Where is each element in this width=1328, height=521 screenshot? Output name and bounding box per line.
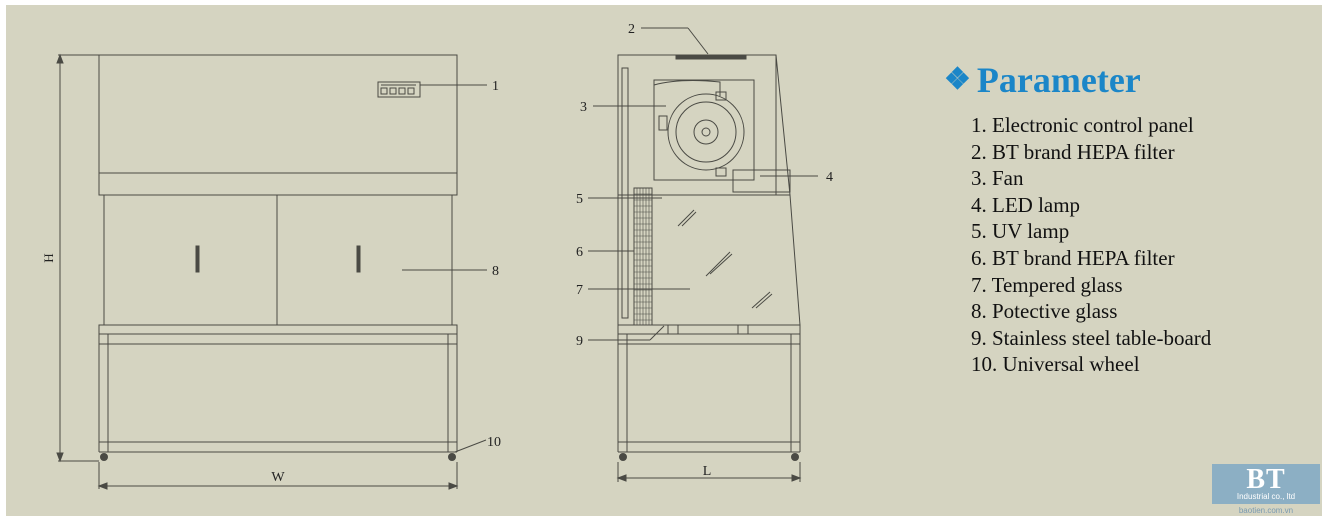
list-item: 2. BT brand HEPA filter — [971, 139, 1175, 164]
front-view — [56, 53, 487, 490]
drawing-background — [6, 5, 1322, 516]
side-led-lamp — [732, 169, 791, 193]
side-cabinet-outline — [617, 54, 801, 326]
front-glass-frame — [103, 194, 453, 326]
list-item: 3. Fan — [971, 166, 1024, 191]
glass-reflection-marks — [677, 209, 773, 309]
list-item: 5. UV lamp — [971, 219, 1070, 244]
parameter-title: Parameter — [976, 60, 1141, 100]
callout-2: 2 — [628, 22, 635, 37]
control-panel-symbol — [377, 81, 421, 98]
diamond-icon: ❖ — [944, 63, 971, 96]
parameter-heading: ❖ Parameter — [944, 62, 1141, 98]
side-fan — [667, 93, 745, 171]
logo-box — [1212, 464, 1320, 504]
side-table-board — [617, 324, 801, 335]
dim-width-label: W — [271, 470, 285, 485]
side-fan-housing — [653, 79, 755, 181]
dim-length-label: L — [703, 464, 712, 479]
callout-3: 3 — [580, 100, 587, 115]
callout-10: 10 — [487, 435, 501, 450]
front-wheel-right — [448, 453, 456, 461]
callout-1: 1 — [492, 79, 499, 94]
logo-subtitle: Industrial co., ltd — [1236, 492, 1296, 501]
list-item: 8. Potective glass — [971, 299, 1118, 324]
list-item: 10. Universal wheel — [971, 352, 1140, 377]
side-wheel-left — [619, 453, 627, 461]
list-item: 9. Stainless steel table-board — [971, 325, 1212, 350]
list-item: 4. LED lamp — [971, 192, 1081, 217]
front-table-board — [98, 324, 458, 335]
logo-brand: BT — [1246, 464, 1286, 495]
list-item: 1. Electronic control panel — [971, 113, 1194, 137]
callout-8: 8 — [492, 264, 499, 279]
dim-height-label: H — [41, 253, 56, 262]
parameter-list: 1. Electronic control panel 2. BT brand … — [971, 112, 1211, 378]
list-item: 6. BT brand HEPA filter — [971, 245, 1175, 270]
side-wheel-right — [791, 453, 799, 461]
callout-6: 6 — [576, 245, 583, 260]
logo-url: baotien.com.vn — [1238, 506, 1294, 515]
side-top-hepa — [675, 54, 747, 60]
callout-4: 4 — [826, 170, 833, 185]
front-wheel-left — [100, 453, 108, 461]
front-upper-cabinet — [98, 54, 458, 196]
list-item: 7. Tempered glass — [971, 272, 1123, 297]
callout-9: 9 — [576, 334, 583, 349]
callout-5: 5 — [576, 192, 583, 207]
callout-7: 7 — [576, 283, 583, 298]
side-view — [588, 27, 818, 482]
company-logo: BT Industrial co., ltd baotien.com.vn — [1212, 464, 1320, 518]
